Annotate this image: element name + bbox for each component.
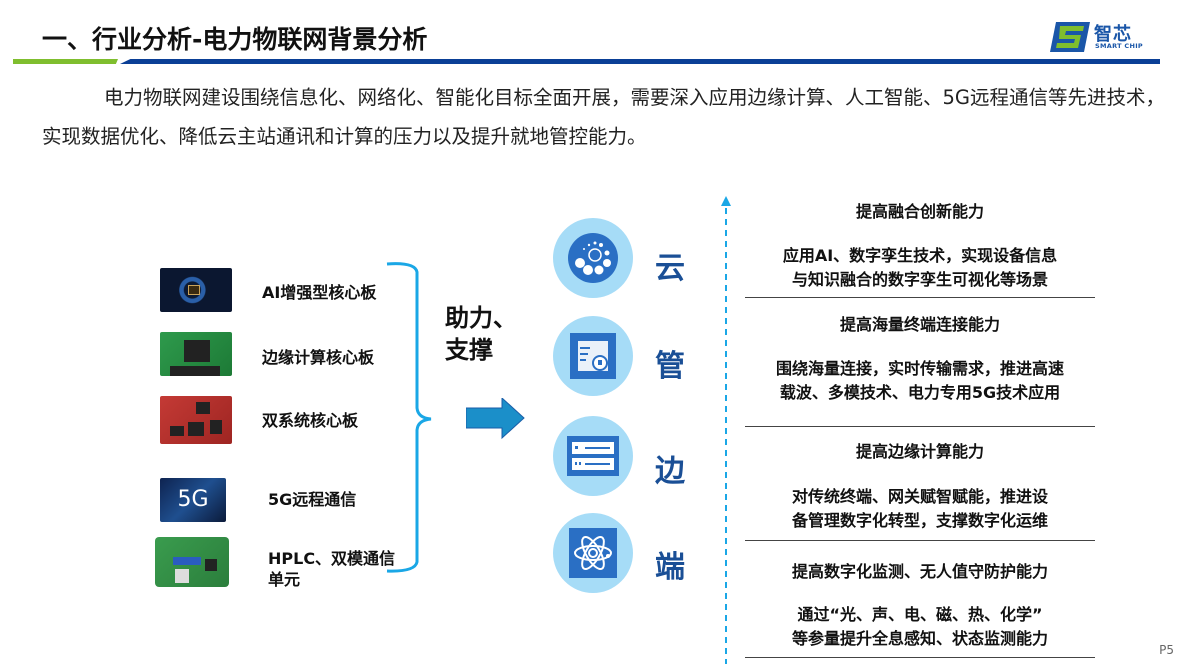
capability-desc-fusion: 应用AI、数字孪生技术，实现设备信息 与知识融合的数字孪生可视化等场景 [782, 246, 1058, 289]
company-logo: 智芯 SMART CHIP [1050, 20, 1160, 54]
server-rack-icon [567, 436, 619, 476]
pipe-layer-circle [553, 316, 633, 396]
server-lock-icon [570, 333, 616, 379]
separator-line [745, 297, 1095, 298]
product-label-hplc: HPLC、双模通信 单元 [268, 549, 396, 589]
product-label-dual-system-board: 双系统核心板 [262, 411, 359, 430]
capability-desc-edge: 对传统终端、网关赋智赋能，推进设 备管理数字化转型，支撑数字化运维 [791, 487, 1048, 530]
edge-layer-circle [553, 416, 633, 496]
logo-text-cn: 智芯 [1094, 24, 1132, 45]
capability-heading-monitoring: 提高数字化监测、无人值守防护能力 [791, 562, 1048, 581]
cloud-cluster-icon [568, 233, 618, 283]
capability-heading-edge: 提高边缘计算能力 [855, 442, 984, 461]
communication-module-image [155, 537, 229, 587]
layer-label-cloud: 云 [655, 251, 685, 286]
red-pcb-image [160, 396, 232, 444]
capability-heading-fusion: 提高融合创新能力 [855, 202, 984, 221]
layer-label-pipe: 管 [655, 349, 685, 384]
separator-line [745, 426, 1095, 427]
green-pcb-image [160, 332, 232, 376]
smartchip-logo-icon [1050, 22, 1090, 52]
intro-paragraph: 电力物联网建设围绕信息化、网络化、智能化目标全面开展，需要深入应用边缘计算、人工… [42, 86, 1166, 148]
atom-icon [569, 528, 617, 578]
title-underline-blue [120, 59, 1160, 64]
separator-line [745, 540, 1095, 541]
logo-text-en: SMART CHIP [1095, 42, 1143, 50]
title-underline-green [13, 59, 118, 64]
capability-desc-monitoring: 通过“光、声、电、磁、热、化学” 等参量提升全息感知、状态监测能力 [791, 605, 1048, 648]
layer-label-edge: 边 [655, 454, 685, 489]
separator-line [745, 657, 1095, 658]
right-arrow-icon [466, 398, 525, 440]
page-number: P5 [1159, 643, 1174, 657]
product-label-edge-board: 边缘计算核心板 [262, 348, 375, 367]
product-label-ai-board: AI增强型核心板 [262, 283, 377, 302]
end-layer-circle [553, 513, 633, 593]
layer-label-end: 端 [655, 550, 685, 585]
upward-dashed-arrow [721, 196, 731, 664]
page-title: 一、行业分析-电力物联网背景分析 [42, 25, 428, 54]
capability-desc-connection: 围绕海量连接，实时传输需求，推进高速 载波、多模技术、电力专用5G技术应用 [775, 359, 1064, 402]
ai-brain-chip-image [160, 268, 232, 312]
cloud-layer-circle [553, 218, 633, 298]
capability-heading-connection: 提高海量终端连接能力 [839, 315, 1000, 334]
support-text: 助力、 支撑 [445, 304, 517, 364]
5g-chip-image: 5G [160, 478, 226, 522]
product-label-5g: 5G远程通信 [268, 490, 357, 509]
curly-bracket [386, 262, 432, 573]
